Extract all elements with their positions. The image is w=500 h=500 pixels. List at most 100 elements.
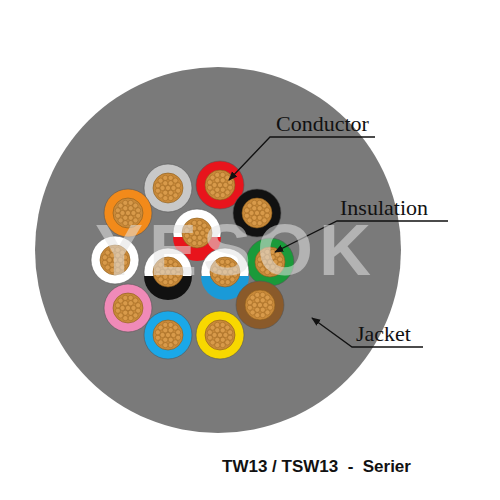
copper-strand xyxy=(255,298,260,303)
core xyxy=(104,284,152,332)
copper-strand xyxy=(210,175,215,180)
copper-strand xyxy=(257,206,262,211)
copper-strand xyxy=(123,316,128,321)
copper-strand xyxy=(168,190,173,195)
copper-strand xyxy=(212,182,217,187)
copper-strand xyxy=(128,200,133,205)
copper-strand xyxy=(257,200,262,205)
insulation-ring xyxy=(196,311,244,359)
copper-strand xyxy=(163,322,168,327)
watermark: YESOK xyxy=(95,214,377,286)
copper-strand xyxy=(155,335,160,340)
copper-strand xyxy=(215,178,220,183)
copper-strand xyxy=(133,313,138,318)
caption: TW13 / TSW13 - Serier xyxy=(222,458,411,475)
copper-strand xyxy=(165,185,170,190)
copper-strand xyxy=(168,175,173,180)
copper-strand xyxy=(163,181,168,186)
copper-strand xyxy=(171,185,176,190)
copper-strand xyxy=(250,310,255,315)
part-name: Conductor xyxy=(276,113,369,135)
copper-strand xyxy=(128,206,133,211)
copper-strand xyxy=(163,328,168,333)
copper-strand xyxy=(176,188,181,193)
copper-strand xyxy=(168,328,173,333)
copper-strand xyxy=(207,185,212,190)
copper-conductor xyxy=(153,173,183,203)
copper-strand xyxy=(215,193,220,198)
copper-strand xyxy=(128,295,133,300)
copper-strand xyxy=(160,185,165,190)
copper-strand xyxy=(207,330,212,335)
copper-strand xyxy=(176,183,181,188)
copper-strand xyxy=(118,203,123,208)
copper-strand xyxy=(168,322,173,327)
copper-strand xyxy=(220,343,225,348)
copper-strand xyxy=(176,335,181,340)
copper-strand xyxy=(115,303,120,308)
copper-strand xyxy=(123,310,128,315)
copper-strand xyxy=(255,292,260,297)
copper-strand xyxy=(260,307,265,312)
copper-strand xyxy=(215,343,220,348)
copper-strand xyxy=(131,305,136,310)
copper-strand xyxy=(173,178,178,183)
copper-strand xyxy=(128,316,133,321)
copper-strand xyxy=(247,300,252,305)
copper-strand xyxy=(225,340,230,345)
copper-strand xyxy=(168,337,173,342)
copper-strand xyxy=(260,292,265,297)
copper-strand xyxy=(263,302,268,307)
copper-strand xyxy=(128,301,133,306)
copper-strand xyxy=(128,310,133,315)
copper-strand xyxy=(252,302,257,307)
leader-line xyxy=(229,137,375,180)
copper-strand xyxy=(220,172,225,177)
copper-strand xyxy=(210,325,215,330)
copper-strand xyxy=(123,295,128,300)
copper-strand xyxy=(212,332,217,337)
copper-strand xyxy=(210,190,215,195)
copper-strand xyxy=(228,180,233,185)
insulation-ring xyxy=(144,311,192,359)
copper-conductor xyxy=(153,320,183,350)
copper-strand xyxy=(120,305,125,310)
copper-strand xyxy=(136,208,141,213)
copper-strand xyxy=(176,330,181,335)
copper-strand xyxy=(257,302,262,307)
copper-strand xyxy=(220,322,225,327)
copper-strand xyxy=(220,193,225,198)
copper-strand xyxy=(244,208,249,213)
copper-strand xyxy=(158,193,163,198)
copper-strand xyxy=(220,187,225,192)
copper-strand xyxy=(158,178,163,183)
copper-strand xyxy=(228,335,233,340)
copper-strand xyxy=(252,200,257,205)
copper-strand xyxy=(207,335,212,340)
copper-strand xyxy=(215,328,220,333)
copper-strand xyxy=(247,203,252,208)
copper-strand xyxy=(155,188,160,193)
copper-conductor xyxy=(113,293,143,323)
core xyxy=(236,281,284,329)
copper-strand xyxy=(217,182,222,187)
copper-strand xyxy=(123,301,128,306)
copper-strand xyxy=(225,190,230,195)
copper-strand xyxy=(158,340,163,345)
copper-strand xyxy=(136,308,141,313)
copper-strand xyxy=(123,206,128,211)
core xyxy=(196,311,244,359)
copper-strand xyxy=(118,298,123,303)
copper-strand xyxy=(255,307,260,312)
copper-strand xyxy=(118,313,123,318)
copper-strand xyxy=(265,310,270,315)
copper-strand xyxy=(133,203,138,208)
copper-strand xyxy=(163,337,168,342)
copper-strand xyxy=(136,303,141,308)
part-name: Jacket xyxy=(356,323,411,345)
copper-strand xyxy=(173,340,178,345)
copper-strand xyxy=(265,208,270,213)
copper-strand xyxy=(168,343,173,348)
copper-strand xyxy=(163,343,168,348)
copper-strand xyxy=(255,313,260,318)
